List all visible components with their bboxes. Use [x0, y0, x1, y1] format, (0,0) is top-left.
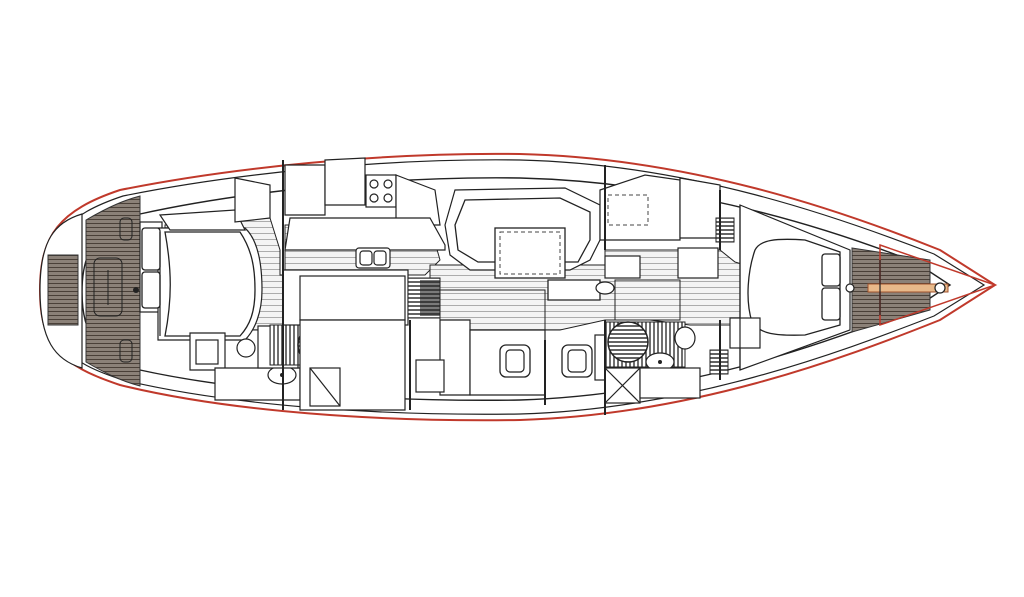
saloon-chair-icon — [499, 344, 531, 378]
galley-sink-icon — [355, 247, 391, 269]
bowsprit-icon — [867, 283, 949, 293]
aft-cabin — [139, 177, 301, 401]
chart-table — [599, 174, 721, 279]
dining-table-icon — [494, 227, 566, 279]
forward-shower-grate-icon — [607, 321, 649, 363]
forward-cabin — [729, 204, 851, 371]
bow-anchor-platform-icon — [845, 243, 998, 333]
saloon — [415, 187, 615, 405]
transom-swim-platform-icon — [39, 195, 141, 387]
forward-berth-icon — [747, 238, 841, 336]
saloon-chair-icon — [561, 344, 593, 378]
forward-head — [604, 321, 701, 404]
bulkheads — [282, 160, 721, 415]
aft-head-toilet-icon — [236, 338, 256, 358]
stove-icon — [365, 174, 397, 208]
aft-berth-icon — [164, 231, 256, 337]
forward-head-toilet-icon — [674, 326, 696, 350]
galley — [282, 157, 446, 411]
